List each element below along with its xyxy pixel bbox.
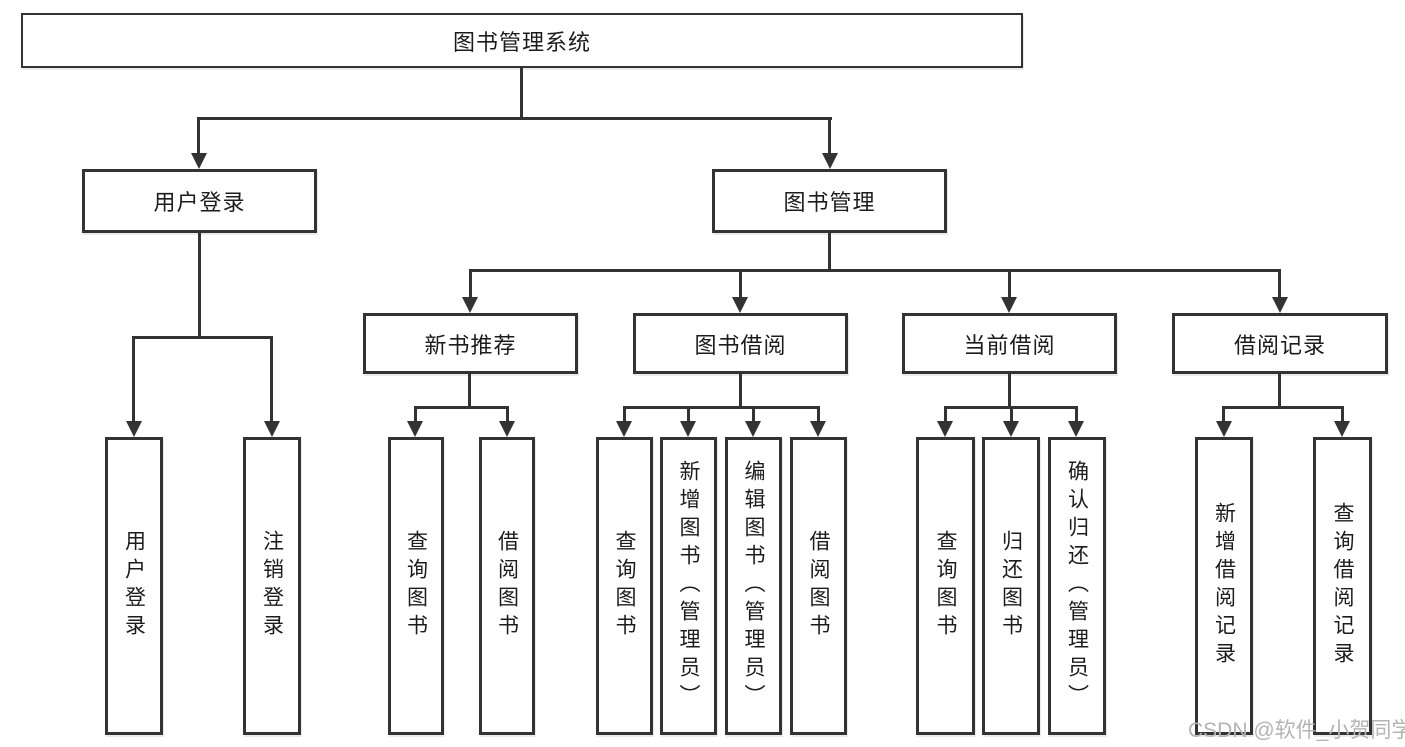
connector-bookmgmt-stem bbox=[828, 233, 831, 272]
node-user-login-label: 用户登录 bbox=[153, 190, 246, 215]
node-root: 图书管理系统 bbox=[21, 13, 1023, 68]
leaf-return-book: 归还图书 bbox=[982, 437, 1040, 735]
leaf-query-books-current-label: 查询图书 bbox=[934, 530, 957, 642]
connector-userlogin-stem bbox=[198, 233, 201, 339]
connector-arrow-line bbox=[817, 406, 820, 422]
arrow-down-icon bbox=[680, 421, 696, 437]
connector-bookmgmt-rail bbox=[469, 269, 1281, 272]
node-current-borrow: 当前借阅 bbox=[902, 313, 1117, 374]
leaf-user-login: 用户登录 bbox=[105, 437, 163, 735]
node-borrow-records: 借阅记录 bbox=[1172, 313, 1388, 374]
connector-arrow-line bbox=[414, 406, 417, 422]
connector-arrow-line bbox=[1075, 406, 1078, 422]
leaf-borrow-book-label: 借阅图书 bbox=[807, 530, 830, 642]
connector-level1-rail bbox=[198, 117, 832, 120]
arrow-down-icon bbox=[1068, 421, 1084, 437]
arrow-down-icon bbox=[822, 153, 838, 169]
leaf-query-books-current: 查询图书 bbox=[916, 437, 975, 735]
leaf-add-borrow-record-label: 新增借阅记录 bbox=[1212, 502, 1236, 670]
node-book-borrow: 图书借阅 bbox=[633, 313, 848, 374]
watermark-text: CSDN @软件_小贺同学 bbox=[1188, 719, 1405, 742]
leaf-query-borrow-record: 查询借阅记录 bbox=[1313, 437, 1372, 735]
arrow-down-icon bbox=[616, 421, 632, 437]
watermark: CSDN @软件_小贺同学 bbox=[1188, 714, 1405, 744]
leaf-user-login-label: 用户登录 bbox=[122, 530, 146, 642]
arrow-down-icon bbox=[264, 421, 280, 437]
arrow-down-icon bbox=[1216, 421, 1232, 437]
connector-arrow-line bbox=[687, 406, 690, 422]
connector-arrow-line bbox=[623, 406, 626, 422]
leaf-logout: 注销登录 bbox=[243, 437, 301, 735]
leaf-add-borrow-record: 新增借阅记录 bbox=[1195, 437, 1253, 735]
connector-arrow-line bbox=[469, 269, 472, 298]
connector-currentborrow-stem bbox=[1008, 374, 1011, 409]
connector-arrow-line bbox=[752, 406, 755, 422]
node-new-book-recommend: 新书推荐 bbox=[363, 313, 578, 374]
connector-bookborrow-rail bbox=[623, 406, 820, 409]
connector-arrow-line bbox=[1008, 269, 1011, 298]
connector-arrow-line bbox=[1010, 406, 1013, 422]
leaf-borrow-book-recommend-label: 借阅图书 bbox=[495, 530, 519, 642]
leaf-confirm-return-admin-label: 确认归还（管理员） bbox=[1065, 460, 1089, 712]
leaf-query-books-recommend: 查询图书 bbox=[388, 437, 444, 735]
leaf-query-borrow-record-label: 查询借阅记录 bbox=[1331, 502, 1354, 670]
connector-bookborrow-stem bbox=[739, 374, 742, 409]
arrow-down-icon bbox=[191, 153, 207, 169]
arrow-down-icon bbox=[126, 421, 142, 437]
connector-newbooks-rail bbox=[414, 406, 509, 409]
connector-arrow-line bbox=[506, 406, 509, 422]
arrow-down-icon bbox=[1334, 421, 1350, 437]
arrow-down-icon bbox=[499, 421, 515, 437]
connector-records-stem bbox=[1278, 374, 1281, 409]
node-borrow-records-label: 借阅记录 bbox=[1233, 332, 1326, 358]
leaf-query-books-recommend-label: 查询图书 bbox=[404, 530, 428, 642]
leaf-borrow-book: 借阅图书 bbox=[790, 437, 847, 735]
node-new-book-recommend-label: 新书推荐 bbox=[424, 332, 517, 358]
arrow-down-icon bbox=[937, 421, 953, 437]
connector-records-rail bbox=[1222, 406, 1344, 409]
arrow-down-icon bbox=[462, 297, 478, 313]
connector-newbooks-stem bbox=[468, 374, 471, 409]
connector-arrow-line bbox=[132, 336, 135, 422]
connector-arrow-line bbox=[1222, 406, 1225, 422]
leaf-return-book-label: 归还图书 bbox=[999, 530, 1023, 642]
connector-root-stem bbox=[520, 68, 523, 120]
arrow-down-icon bbox=[407, 421, 423, 437]
arrow-down-icon bbox=[1001, 297, 1017, 313]
connector-arrow-line bbox=[270, 336, 273, 422]
connector-userlogin-rail bbox=[132, 336, 273, 339]
connector-arrow-line bbox=[1341, 406, 1344, 422]
connector-arrow-line bbox=[944, 406, 947, 422]
leaf-add-book-admin: 新增图书（管理员） bbox=[660, 437, 717, 735]
node-book-borrow-label: 图书借阅 bbox=[694, 332, 787, 358]
arrow-down-icon bbox=[732, 297, 748, 313]
leaf-edit-book-admin-label: 编辑图书（管理员） bbox=[742, 460, 765, 712]
arrow-down-icon bbox=[745, 421, 761, 437]
connector-arrow-line bbox=[739, 269, 742, 298]
node-book-management: 图书管理 bbox=[712, 169, 947, 233]
arrow-down-icon bbox=[1003, 421, 1019, 437]
node-book-management-label: 图书管理 bbox=[783, 190, 876, 215]
node-current-borrow-label: 当前借阅 bbox=[963, 332, 1056, 358]
leaf-edit-book-admin: 编辑图书（管理员） bbox=[725, 437, 782, 735]
node-user-login: 用户登录 bbox=[82, 169, 317, 233]
node-root-label: 图书管理系统 bbox=[452, 29, 591, 55]
connector-arrow-line bbox=[828, 117, 831, 154]
arrow-down-icon bbox=[810, 421, 826, 437]
connector-arrow-line bbox=[197, 117, 200, 154]
connector-arrow-line bbox=[1278, 269, 1281, 298]
leaf-add-book-admin-label: 新增图书（管理员） bbox=[677, 460, 700, 712]
leaf-confirm-return-admin: 确认归还（管理员） bbox=[1048, 437, 1106, 735]
leaf-logout-label: 注销登录 bbox=[260, 530, 284, 642]
leaf-query-books-borrow: 查询图书 bbox=[596, 437, 653, 735]
leaf-borrow-book-recommend: 借阅图书 bbox=[479, 437, 535, 735]
leaf-query-books-borrow-label: 查询图书 bbox=[613, 530, 636, 642]
arrow-down-icon bbox=[1272, 297, 1288, 313]
